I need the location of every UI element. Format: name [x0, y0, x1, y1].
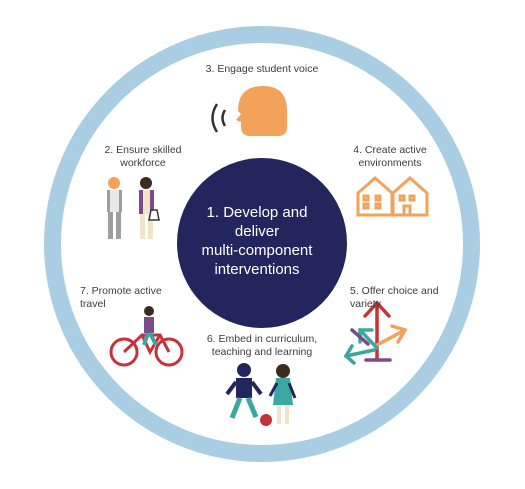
component-7-label: 7. Promote active travel: [80, 285, 180, 311]
component-5-label-line1: 5. Offer choice and: [350, 285, 439, 297]
center-label-line4: interventions: [214, 261, 300, 278]
component-6-label-line1: 6. Embed in curriculum,: [206, 333, 318, 345]
children-playing-ball-icon: [225, 363, 297, 426]
component-6-label: 6. Embed in curriculum, teaching and lea…: [200, 333, 324, 359]
houses-icon: [356, 175, 429, 217]
multi-direction-arrows-icon: [343, 300, 408, 365]
component-4-label-line2: environments: [358, 157, 422, 169]
component-7-label-line1: 7. Promote active: [80, 285, 162, 297]
center-label-line2: deliver: [234, 223, 280, 240]
component-6-label-line2: teaching and learning: [211, 346, 313, 358]
center-circle: [177, 158, 347, 328]
component-2-label-line1: 2. Ensure skilled: [104, 144, 182, 156]
center-label-line3: multi-component: [201, 242, 313, 259]
center-label: 1. Develop and deliver multi-component i…: [182, 203, 332, 279]
component-4-label-line1: 4. Create active: [353, 144, 427, 156]
center-label-line1: 1. Develop and: [206, 204, 308, 221]
component-2-label: 2. Ensure skilled workforce: [93, 144, 193, 170]
component-4-label: 4. Create active environments: [340, 144, 440, 170]
component-5-label-line2: variety: [350, 298, 381, 310]
speaking-head-icon: [211, 86, 287, 136]
cyclist-icon: [109, 306, 184, 367]
component-5-label: 5. Offer choice and variety: [350, 285, 460, 311]
staff-people-icon: [107, 177, 160, 239]
component-3-label: 3. Engage student voice: [205, 63, 319, 75]
component-7-label-line2: travel: [80, 298, 106, 310]
component-2-label-line2: workforce: [120, 157, 166, 169]
